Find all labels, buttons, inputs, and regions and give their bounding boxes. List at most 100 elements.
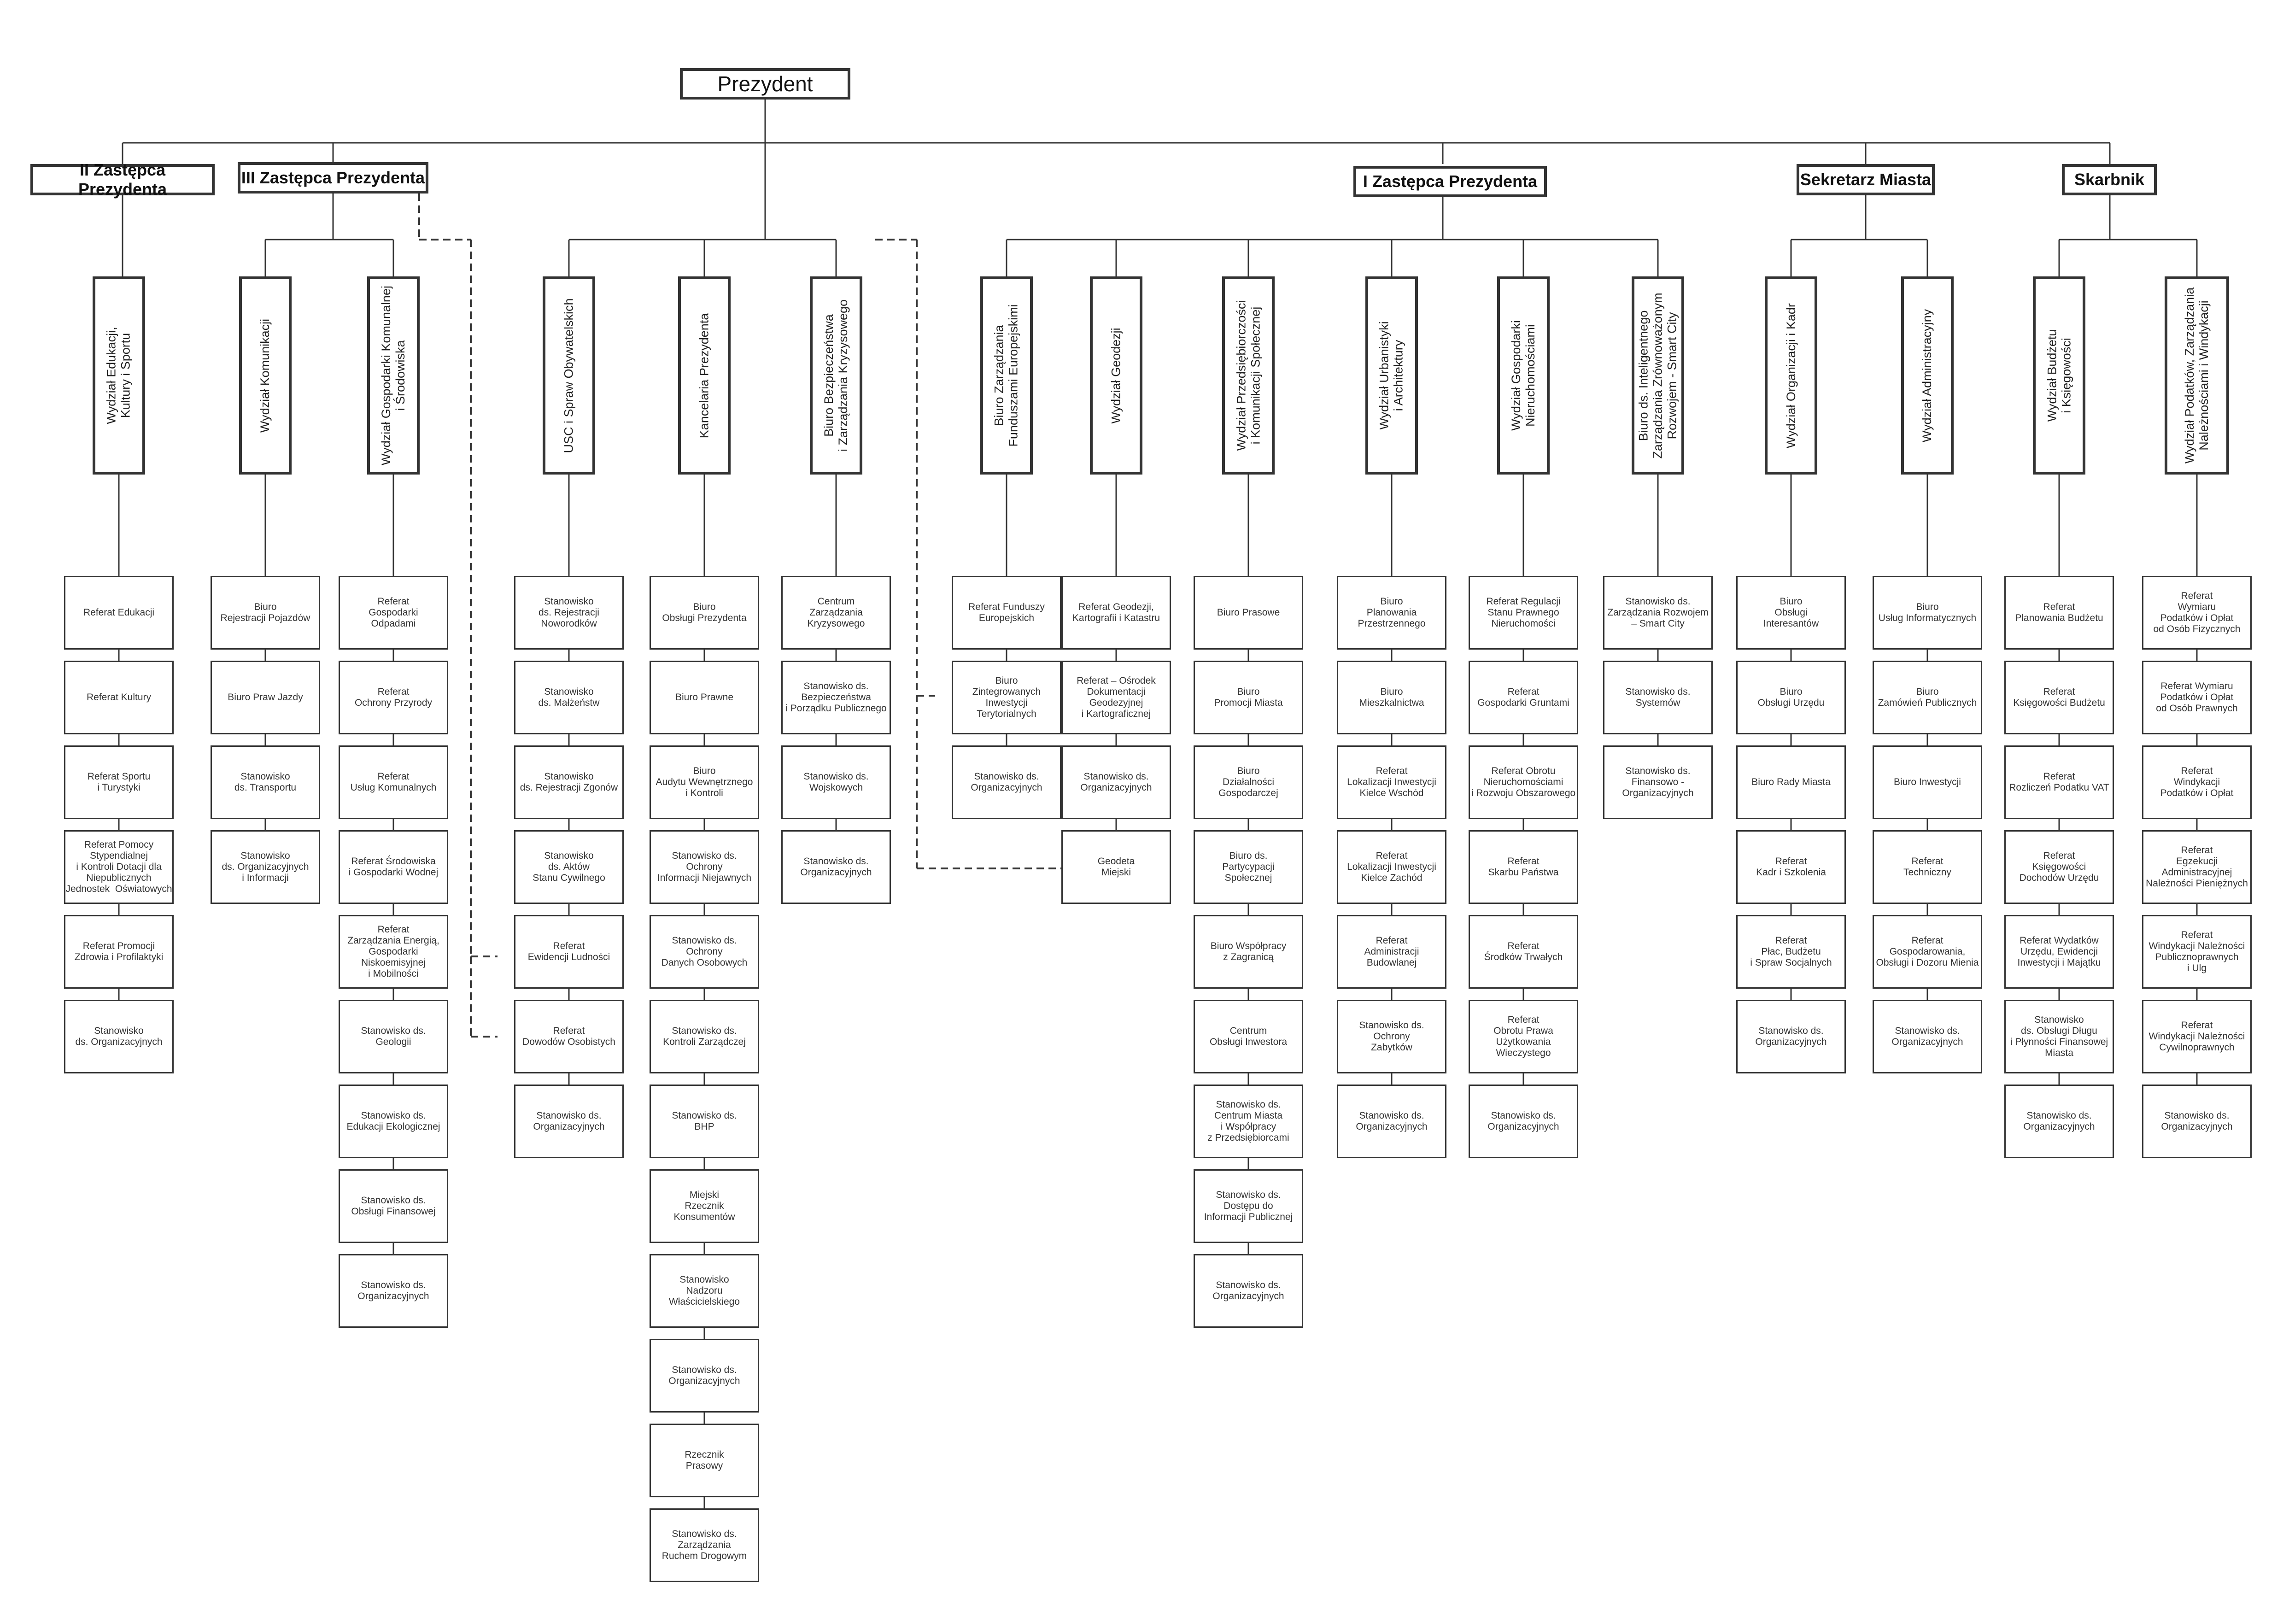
unit-box: Stanowisko ds. Organizacyjnych [952,745,1061,819]
leader-box-i-zastepca: I Zastępca Prezydenta [1353,166,1547,197]
unit-box: Referat Ochrony Przyrody [339,661,448,734]
president-box: Prezydent [680,68,850,100]
unit-box: Biuro Rady Miasta [1736,745,1846,819]
unit-box: Referat Funduszy Europejskich [952,576,1061,650]
unit-box: Referat Sportu i Turystyki [64,745,174,819]
department-label: Biuro ds. Inteligentnego Zarządzania Zró… [1636,292,1679,459]
unit-box: Stanowisko ds. Zarządzania Ruchem Drogow… [650,1508,759,1582]
unit-box: Biuro Praw Jazdy [211,661,320,734]
unit-box: Biuro Inwestycji [1873,745,1982,819]
unit-box: Stanowisko ds. Organizacyjnych [64,1000,174,1073]
unit-box: Stanowisko ds. Finansowo - Organizacyjny… [1603,745,1713,819]
unit-box: Stanowisko ds. BHP [650,1085,759,1158]
unit-box: Stanowisko ds. Aktów Stanu Cywilnego [514,830,624,904]
unit-box: Biuro Mieszkalnictwa [1337,661,1446,734]
unit-box: Stanowisko ds. Organizacyjnych [650,1339,759,1413]
unit-box: Stanowisko ds. Organizacyjnych [2142,1085,2252,1158]
department-label: Kancelaria Prezydenta [697,313,711,438]
unit-box: Stanowisko ds. Transportu [211,745,320,819]
department-label: Biuro Bezpieczeństwa i Zarządzania Kryzy… [822,299,850,452]
unit-box: Biuro Prasowe [1194,576,1303,650]
unit-box: Stanowisko ds. Dostępu do Informacji Pub… [1194,1169,1303,1243]
unit-box: Referat Lokalizacji Inwestycji Kielce Ws… [1337,745,1446,819]
unit-box: Stanowisko ds. Małżeństw [514,661,624,734]
department-label: Wydział Podatków, Zarządzania Należności… [2183,287,2211,464]
unit-box: Referat Promocji Zdrowia i Profilaktyki [64,915,174,989]
unit-box: Geodeta Miejski [1061,830,1171,904]
unit-box: Stanowisko ds. Organizacyjnych [2004,1085,2114,1158]
leader-box-skarbnik: Skarbnik [2062,164,2157,195]
unit-box: Stanowisko ds. Ochrony Danych Osobowych [650,915,759,989]
unit-box: Stanowisko ds. Rejestracji Noworodków [514,576,624,650]
department-label: Wydział Gospodarki Nieruchomościami [1509,320,1538,431]
department-label: Wydział Administracyjny [1920,309,1934,442]
department-box: Wydział Budżetu i Księgowości [2033,276,2085,475]
unit-box: Biuro Zintegrowanych Inwestycji Terytori… [952,661,1061,734]
unit-box: Stanowisko ds. Organizacyjnych [1194,1254,1303,1328]
unit-box: Stanowisko ds. Rejestracji Zgonów [514,745,624,819]
unit-box: Referat Płac, Budżetu i Spraw Socjalnych [1736,915,1846,989]
unit-box: Referat Kadr i Szkolenia [1736,830,1846,904]
unit-box: Stanowisko ds. Ochrony Zabytków [1337,1000,1446,1073]
unit-box: Stanowisko ds. Bezpieczeństwa i Porządku… [781,661,891,734]
unit-box: Referat Ewidencji Ludności [514,915,624,989]
department-box: Wydział Urbanistyki i Architektury [1365,276,1418,475]
unit-box: Stanowisko Nadzoru Właścicielskiego [650,1254,759,1328]
unit-box: Stanowisko ds. Obsługi Finansowej [339,1169,448,1243]
unit-box: Referat Planowania Budżetu [2004,576,2114,650]
unit-box: Stanowisko ds. Obsługi Długu i Płynności… [2004,1000,2114,1073]
department-box: Wydział Geodezji [1090,276,1142,475]
department-box: Kancelaria Prezydenta [678,276,731,475]
unit-box: Referat Wydatków Urzędu, Ewidencji Inwes… [2004,915,2114,989]
unit-box: Biuro Usług Informatycznych [1873,576,1982,650]
unit-box: Biuro Obsługi Interesantów [1736,576,1846,650]
unit-box: Referat Zarządzania Energią, Gospodarki … [339,915,448,989]
unit-box: Referat Środowiska i Gospodarki Wodnej [339,830,448,904]
unit-box: Biuro ds. Partycypacji Społecznej [1194,830,1303,904]
unit-box: Referat Skarbu Państwa [1469,830,1578,904]
unit-box: Biuro Działalności Gospodarczej [1194,745,1303,819]
unit-box: Referat Geodezji, Kartografii i Katastru [1061,576,1171,650]
unit-box: Referat Egzekucji Administracyjnej Należ… [2142,830,2252,904]
unit-box: Referat Administracji Budowlanej [1337,915,1446,989]
unit-box: Referat Lokalizacji Inwestycji Kielce Za… [1337,830,1446,904]
unit-box: Biuro Promocji Miasta [1194,661,1303,734]
unit-box: Stanowisko ds. Organizacyjnych [514,1085,624,1158]
unit-box: Stanowisko ds. Organizacyjnych [339,1254,448,1328]
unit-box: Stanowisko ds. Organizacyjnych [1736,1000,1846,1073]
unit-box: Referat Gospodarki Gruntami [1469,661,1578,734]
department-label: Wydział Edukacji, Kultury i Sportu [105,327,133,424]
unit-box: Referat Księgowości Dochodów Urzędu [2004,830,2114,904]
department-label: Wydział Gospodarki Komunalnej i Środowis… [379,286,408,465]
unit-box: Stanowisko ds. Ochrony Informacji Niejaw… [650,830,759,904]
unit-box: Referat Kultury [64,661,174,734]
leader-box-ii-zastepca: II Zastępca Prezydenta [30,160,215,199]
unit-box: Stanowisko ds. Edukacji Ekologicznej [339,1085,448,1158]
unit-box: Biuro Obsługi Urzędu [1736,661,1846,734]
unit-box: Stanowisko ds. Zarządzania Rozwojem – Sm… [1603,576,1713,650]
unit-box: Referat Pomocy Stypendialnej i Kontroli … [64,830,174,904]
department-box: Wydział Podatków, Zarządzania Należności… [2165,276,2229,475]
department-box: Biuro Bezpieczeństwa i Zarządzania Kryzy… [810,276,862,475]
unit-box: Referat Księgowości Budżetu [2004,661,2114,734]
leader-box-sekretarz: Sekretarz Miasta [1797,164,1935,195]
unit-box: Stanowisko ds. Kontroli Zarządczej [650,1000,759,1073]
department-box: Wydział Przedsiębiorczości i Komunikacji… [1222,276,1275,475]
unit-box: Biuro Planowania Przestrzennego [1337,576,1446,650]
unit-box: Referat Wymiaru Podatków i Opłat od Osób… [2142,661,2252,734]
unit-box: Referat Windykacji Należności Cywilnopra… [2142,1000,2252,1073]
unit-box: Referat Wymiaru Podatków i Opłat od Osób… [2142,576,2252,650]
unit-box: Stanowisko ds. Systemów [1603,661,1713,734]
unit-box: Referat Gospodarki Odpadami [339,576,448,650]
unit-box: Stanowisko ds. Organizacyjnych [1873,1000,1982,1073]
unit-box: Biuro Współpracy z Zagranicą [1194,915,1303,989]
unit-box: Referat Edukacji [64,576,174,650]
department-label: Wydział Komunikacji [258,318,272,433]
unit-box: Biuro Zamówień Publicznych [1873,661,1982,734]
unit-box: Rzecznik Prasowy [650,1424,759,1497]
department-box: USC i Spraw Obywatelskich [543,276,595,475]
unit-box: Stanowisko ds. Organizacyjnych [1469,1085,1578,1158]
unit-box: Biuro Audytu Wewnętrznego i Kontroli [650,745,759,819]
unit-box: Referat Gospodarowania, Obsługi i Dozoru… [1873,915,1982,989]
department-box: Wydział Komunikacji [239,276,292,475]
